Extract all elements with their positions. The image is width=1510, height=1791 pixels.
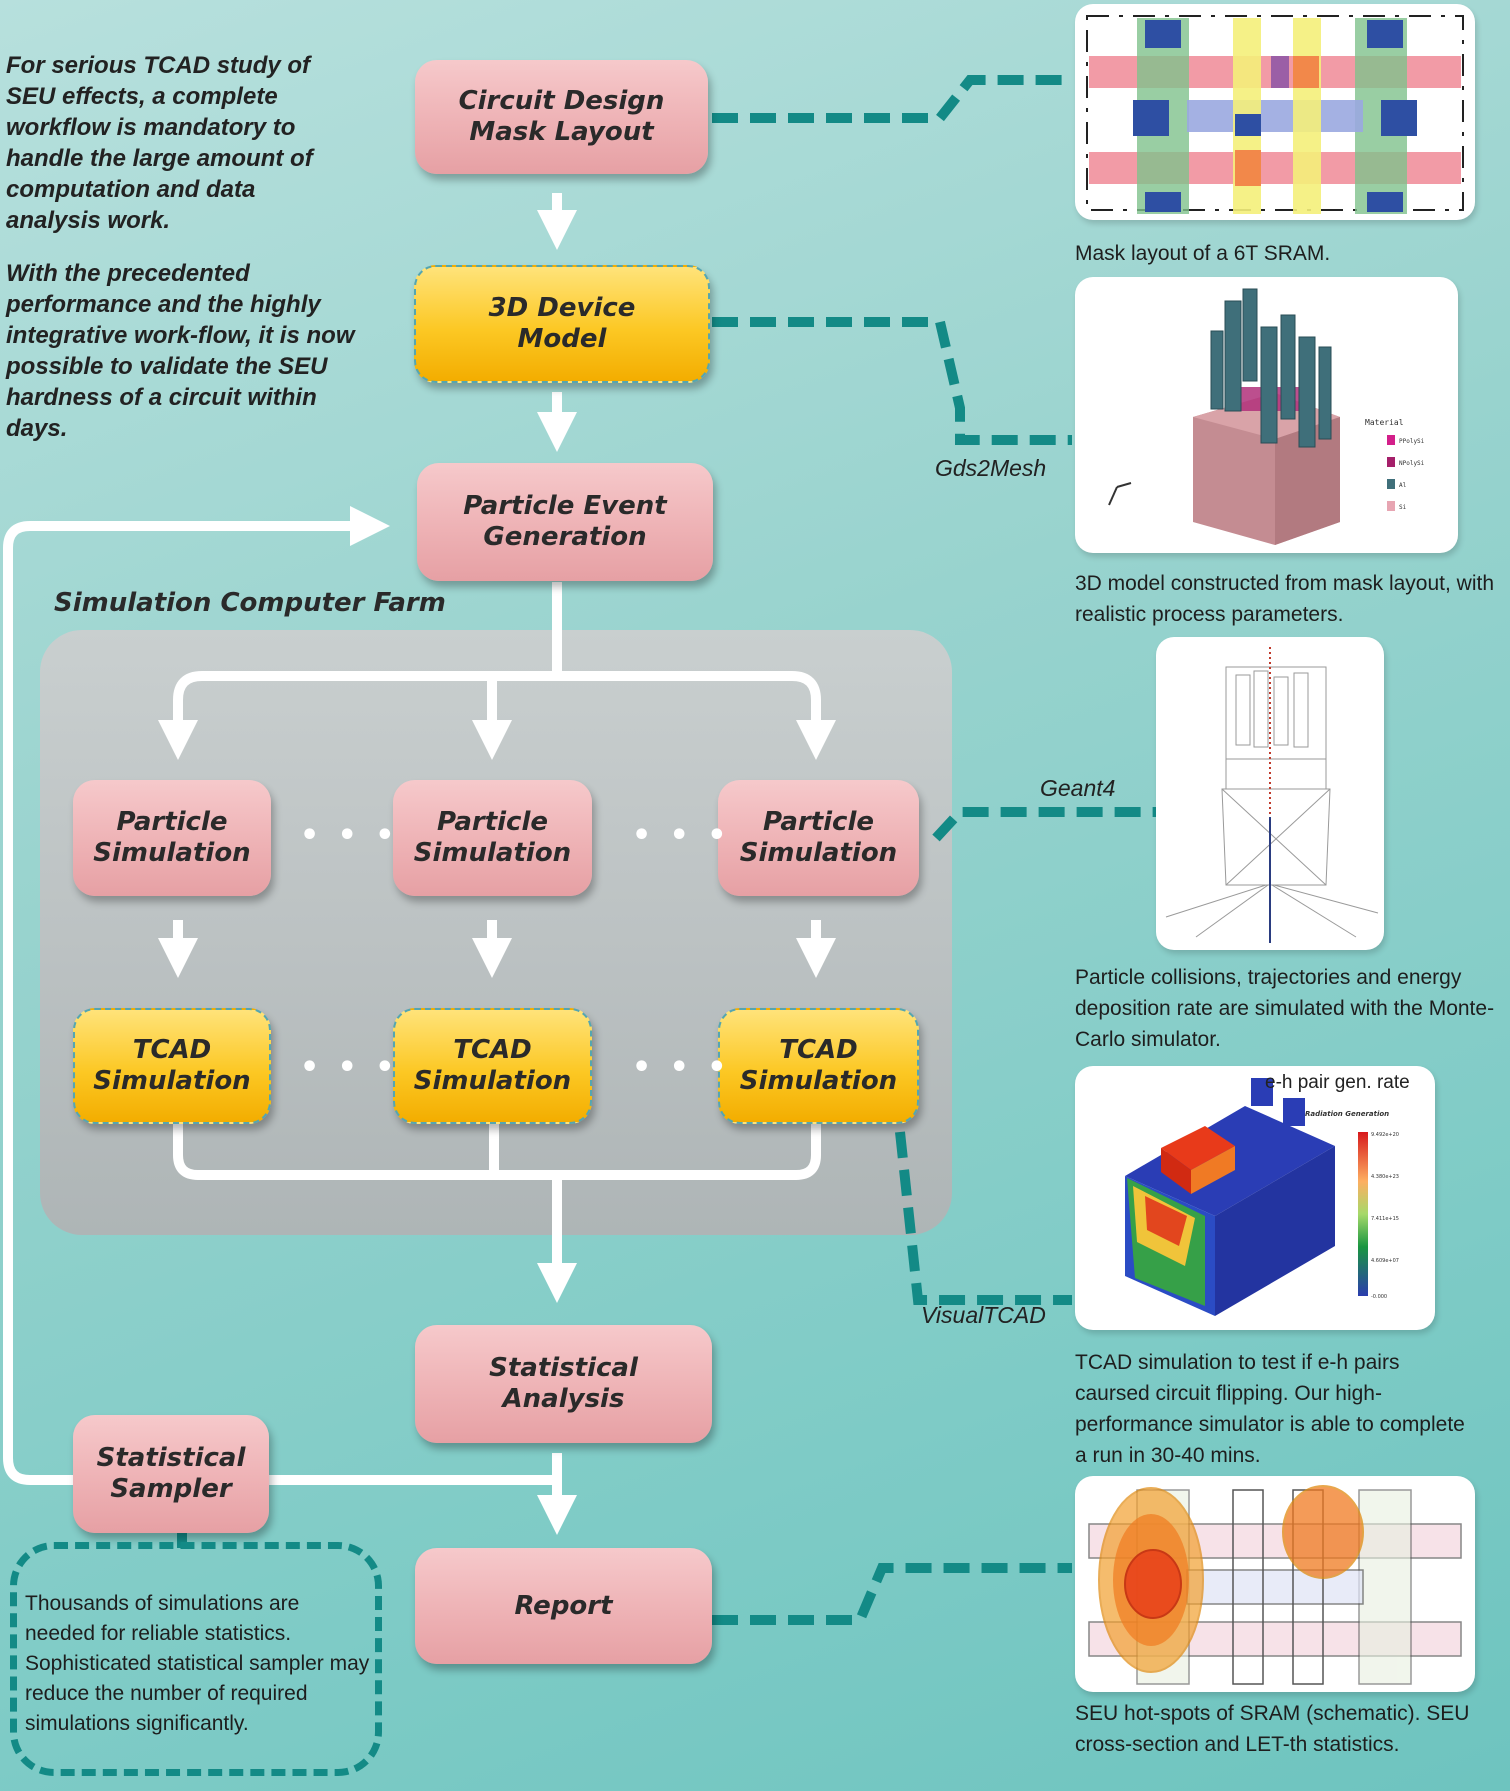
link-device-model (712, 317, 1072, 445)
intro-paragraph-1: For serious TCAD study of SEU effects, a… (6, 52, 313, 234)
material-legend-item: Si (1399, 504, 1407, 511)
material-legend-title: Material (1365, 418, 1404, 427)
ellipsis-particle-2: • • • (632, 818, 731, 853)
tool-geant4: Geant4 (1040, 775, 1116, 801)
caption-model: 3D model constructed from mask layout, w… (1075, 572, 1494, 626)
caption-particle: Particle collisions, trajectories and en… (1075, 966, 1495, 1051)
report-box: Report (415, 1548, 712, 1664)
tcad-result-image: Radiation Generation 9.492e+20 4.380e+23… (1125, 1078, 1399, 1316)
intro-paragraph-2: With the precedented performance and the… (6, 260, 355, 442)
feedback-loop (3, 506, 557, 1485)
intro-text: For serious TCAD study of SEU effects, a… (6, 50, 356, 466)
farm-title: Simulation Computer Farm (54, 588, 446, 618)
tcad-simulation-box-3: TCAD Simulation (718, 1008, 919, 1124)
colorbar-tick: 9.492e+20 (1371, 1132, 1399, 1138)
particle-simulation-box-1: Particle Simulation (73, 780, 271, 896)
ellipsis-tcad-2: • • • (632, 1050, 731, 1085)
particle-simulation-box-3: Particle Simulation (718, 780, 919, 896)
mask-layout-panel (1075, 4, 1475, 220)
tool-gds2mesh: Gds2Mesh (935, 455, 1047, 481)
tool-visualtcad: VisualTCAD (921, 1302, 1046, 1328)
device-model-box: 3D Device Model (414, 265, 710, 383)
material-legend-item: PPolySi (1399, 438, 1425, 445)
link-mask-layout (712, 75, 1072, 123)
colorbar-tick: 4.609e+07 (1371, 1258, 1399, 1264)
device-model-image: Material PPolySi NPolySi Al Si (1108, 288, 1425, 545)
link-geant4 (932, 807, 1156, 842)
mask-layout-image (1086, 15, 1464, 214)
material-legend-item: Al (1399, 482, 1407, 489)
tcad-simulation-box-2: TCAD Simulation (393, 1008, 592, 1124)
device-model-panel: Material PPolySi NPolySi Al Si (1075, 277, 1458, 553)
link-visualtcad (895, 1131, 1072, 1305)
statistical-analysis-box: Statistical Analysis (415, 1325, 712, 1443)
ellipsis-particle-1: • • • (300, 818, 399, 853)
ellipsis-tcad-1: • • • (300, 1050, 399, 1085)
colorbar-tick: 7.411e+15 (1371, 1216, 1399, 1222)
seu-hotspot-panel (1075, 1476, 1475, 1692)
link-report (712, 1563, 1072, 1625)
caption-tcad: TCAD simulation to test if e-h pairs cau… (1075, 1351, 1465, 1467)
sampler-note-text: Thousands of simulations are needed for … (25, 1592, 370, 1735)
statistical-sampler-box: Statistical Sampler (73, 1415, 269, 1533)
caption-mask: Mask layout of a 6T SRAM. (1075, 242, 1331, 265)
colorbar-tick: -0.000 (1371, 1294, 1387, 1300)
circuit-design-box: Circuit Design Mask Layout (415, 60, 708, 174)
particle-simulation-box-2: Particle Simulation (393, 780, 592, 896)
material-legend-item: NPolySi (1399, 460, 1425, 467)
tcad-simulation-box-1: TCAD Simulation (73, 1008, 271, 1124)
geant4-panel (1156, 637, 1384, 950)
caption-seu: SEU hot-spots of SRAM (schematic). SEU c… (1075, 1702, 1470, 1756)
sampler-note: Thousands of simulations are needed for … (10, 1542, 382, 1776)
eh-rate-label: e-h pair gen. rate (1265, 1072, 1410, 1093)
colorbar-title: Radiation Generation (1305, 1110, 1389, 1118)
colorbar-tick: 4.380e+23 (1371, 1174, 1399, 1180)
tcad-result-panel: Radiation Generation 9.492e+20 4.380e+23… (1075, 1066, 1435, 1330)
seu-hotspot-image (1088, 1485, 1462, 1685)
geant4-image (1165, 647, 1379, 943)
particle-event-box: Particle Event Generation (417, 463, 713, 581)
